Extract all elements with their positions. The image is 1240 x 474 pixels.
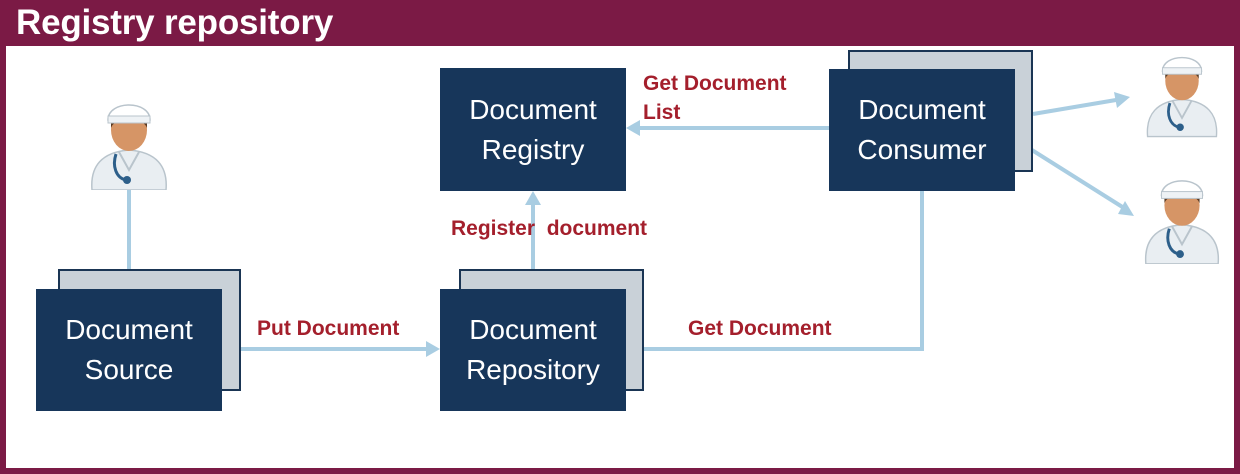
document-source-label-line-1: Document — [65, 314, 193, 345]
register-document-label: Register document — [451, 217, 648, 240]
arrowhead-user-1 — [1114, 92, 1130, 108]
arrow-consumer-to-user-1 — [1032, 98, 1117, 116]
doctor-icon — [1144, 180, 1220, 264]
arrowhead-repository — [426, 341, 440, 357]
doctor-icon — [1146, 56, 1218, 138]
arrowhead-registry-left — [626, 120, 640, 136]
get-document-list-label-line-1: Get Document — [643, 72, 787, 95]
arrow-get-document — [638, 190, 924, 351]
document-registry-label-line-1: Document — [469, 93, 597, 125]
document-repository-label-line-1: Document — [469, 314, 597, 345]
get-document-label: Get Document — [688, 317, 832, 340]
get-document-list-label-line-2: List — [643, 101, 681, 124]
document-source-box[interactable]: Document Source — [36, 289, 222, 411]
arrowhead-user-2 — [1118, 201, 1134, 216]
arrow-consumer-to-user-2 — [1014, 138, 1126, 210]
document-consumer-label-line-1: Document — [858, 94, 986, 125]
document-source-label-line-2: Source — [84, 354, 174, 385]
document-consumer-label-line-2: Consumer — [857, 134, 987, 165]
put-document-label: Put Document — [257, 317, 400, 340]
document-registry-label-line-2: Registry — [481, 133, 585, 165]
doctor-icon — [91, 104, 167, 190]
arrowhead-registry — [525, 191, 541, 205]
document-registry-box[interactable]: Document Registry — [440, 68, 626, 191]
document-repository-label-line-2: Repository — [466, 354, 600, 385]
page-title: Registry repository — [16, 3, 334, 42]
document-repository-box[interactable]: Document Repository — [440, 289, 626, 411]
document-consumer-box[interactable]: Document Consumer — [829, 69, 1015, 191]
